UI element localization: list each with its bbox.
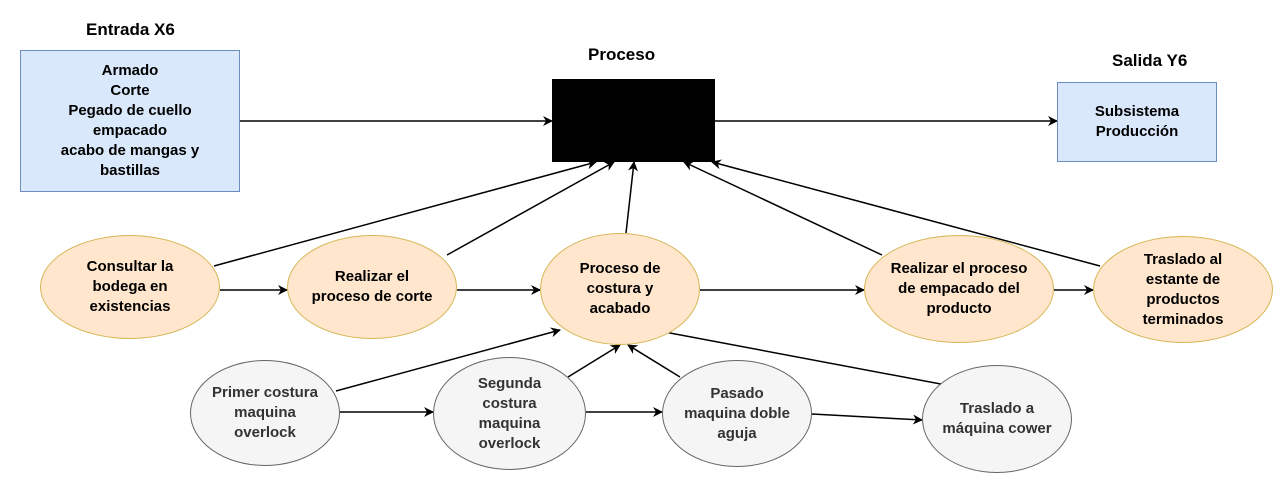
arrow-empacado-to-process (683, 161, 883, 256)
input-box[interactable]: Armado Corte Pegado de cuello empacado a… (20, 50, 240, 192)
input-line: Armado (101, 62, 159, 79)
node-line: terminados (1142, 310, 1224, 328)
node-line: aguja (717, 424, 757, 442)
node-line: Traslado al (1143, 250, 1223, 268)
node-line: Realizar el (334, 268, 410, 285)
arrow-costura-to-process (625, 161, 638, 234)
arrow-segunda-to-costura (567, 344, 621, 378)
node-line: maquina (234, 404, 296, 421)
node-line: costura (482, 394, 537, 412)
arrow-consultar-to-process (213, 159, 597, 267)
node-costura-acabado[interactable]: Proceso de costura y acabado (540, 233, 700, 345)
node-proceso-empacado[interactable]: Realizar el proceso de empacado del prod… (864, 235, 1054, 343)
edges-group (213, 116, 1101, 425)
node-line: maquina (478, 414, 541, 432)
node-maquina-cower[interactable]: Traslado a máquina cower (922, 365, 1072, 473)
node-line: producto (926, 300, 992, 317)
node-line: overlock (234, 424, 296, 441)
node-line: estante de (1145, 270, 1221, 288)
arrow-traslado-to-process (711, 159, 1101, 267)
arrow-doble-to-costura (627, 344, 681, 378)
input-line: empacado (92, 122, 168, 139)
node-segunda-costura[interactable]: Segunda costura maquina overlock (433, 357, 586, 470)
node-line: bodega en (92, 278, 168, 295)
output-line: Subsistema (1094, 103, 1180, 120)
arrow-cower-to-costura (653, 326, 947, 386)
node-line: Primer costura (212, 384, 318, 401)
input-heading: Entrada X6 (86, 20, 175, 39)
node-line: Realizar el proceso (890, 260, 1028, 277)
input-line: Corte (110, 82, 150, 99)
node-proceso-corte[interactable]: Realizar el proceso de corte (287, 235, 457, 339)
arrow-corte-to-process (446, 161, 615, 256)
process-heading: Proceso (588, 45, 656, 64)
node-line: Pasado (710, 384, 764, 402)
node-line: maquina doble (684, 404, 790, 422)
input-line: Pegado de cuello (68, 102, 192, 119)
node-traslado-estante[interactable]: Traslado al estante de productos termina… (1093, 236, 1273, 343)
node-line: acabado (589, 300, 651, 317)
node-line: proceso de corte (311, 288, 433, 305)
node-consultar-bodega[interactable]: Consultar la bodega en existencias (40, 235, 220, 339)
node-line: costura y (586, 280, 654, 297)
node-line: máquina cower (942, 420, 1052, 437)
node-doble-aguja[interactable]: Pasado maquina doble aguja (662, 360, 812, 467)
output-heading: Salida Y6 (1112, 51, 1188, 70)
node-line: Segunda (477, 374, 542, 392)
arrow-doble-to-cower (811, 413, 923, 425)
node-line: productos (1146, 290, 1220, 308)
node-primer-costura[interactable]: Primer costura maquina overlock (190, 360, 340, 466)
node-line: Traslado a (959, 400, 1035, 417)
output-line: Producción (1095, 123, 1179, 140)
node-line: Consultar la (86, 258, 174, 275)
output-box[interactable]: Subsistema Producción (1057, 82, 1217, 162)
node-line: overlock (478, 434, 541, 452)
arrow-primer-to-costura (335, 327, 561, 392)
node-line: existencias (89, 298, 171, 315)
process-box[interactable] (552, 79, 715, 162)
node-line: Proceso de (579, 260, 661, 277)
node-line: de empacado del (898, 280, 1020, 297)
input-line: bastillas (99, 162, 161, 179)
input-line: acabo de mangas y (60, 142, 200, 159)
